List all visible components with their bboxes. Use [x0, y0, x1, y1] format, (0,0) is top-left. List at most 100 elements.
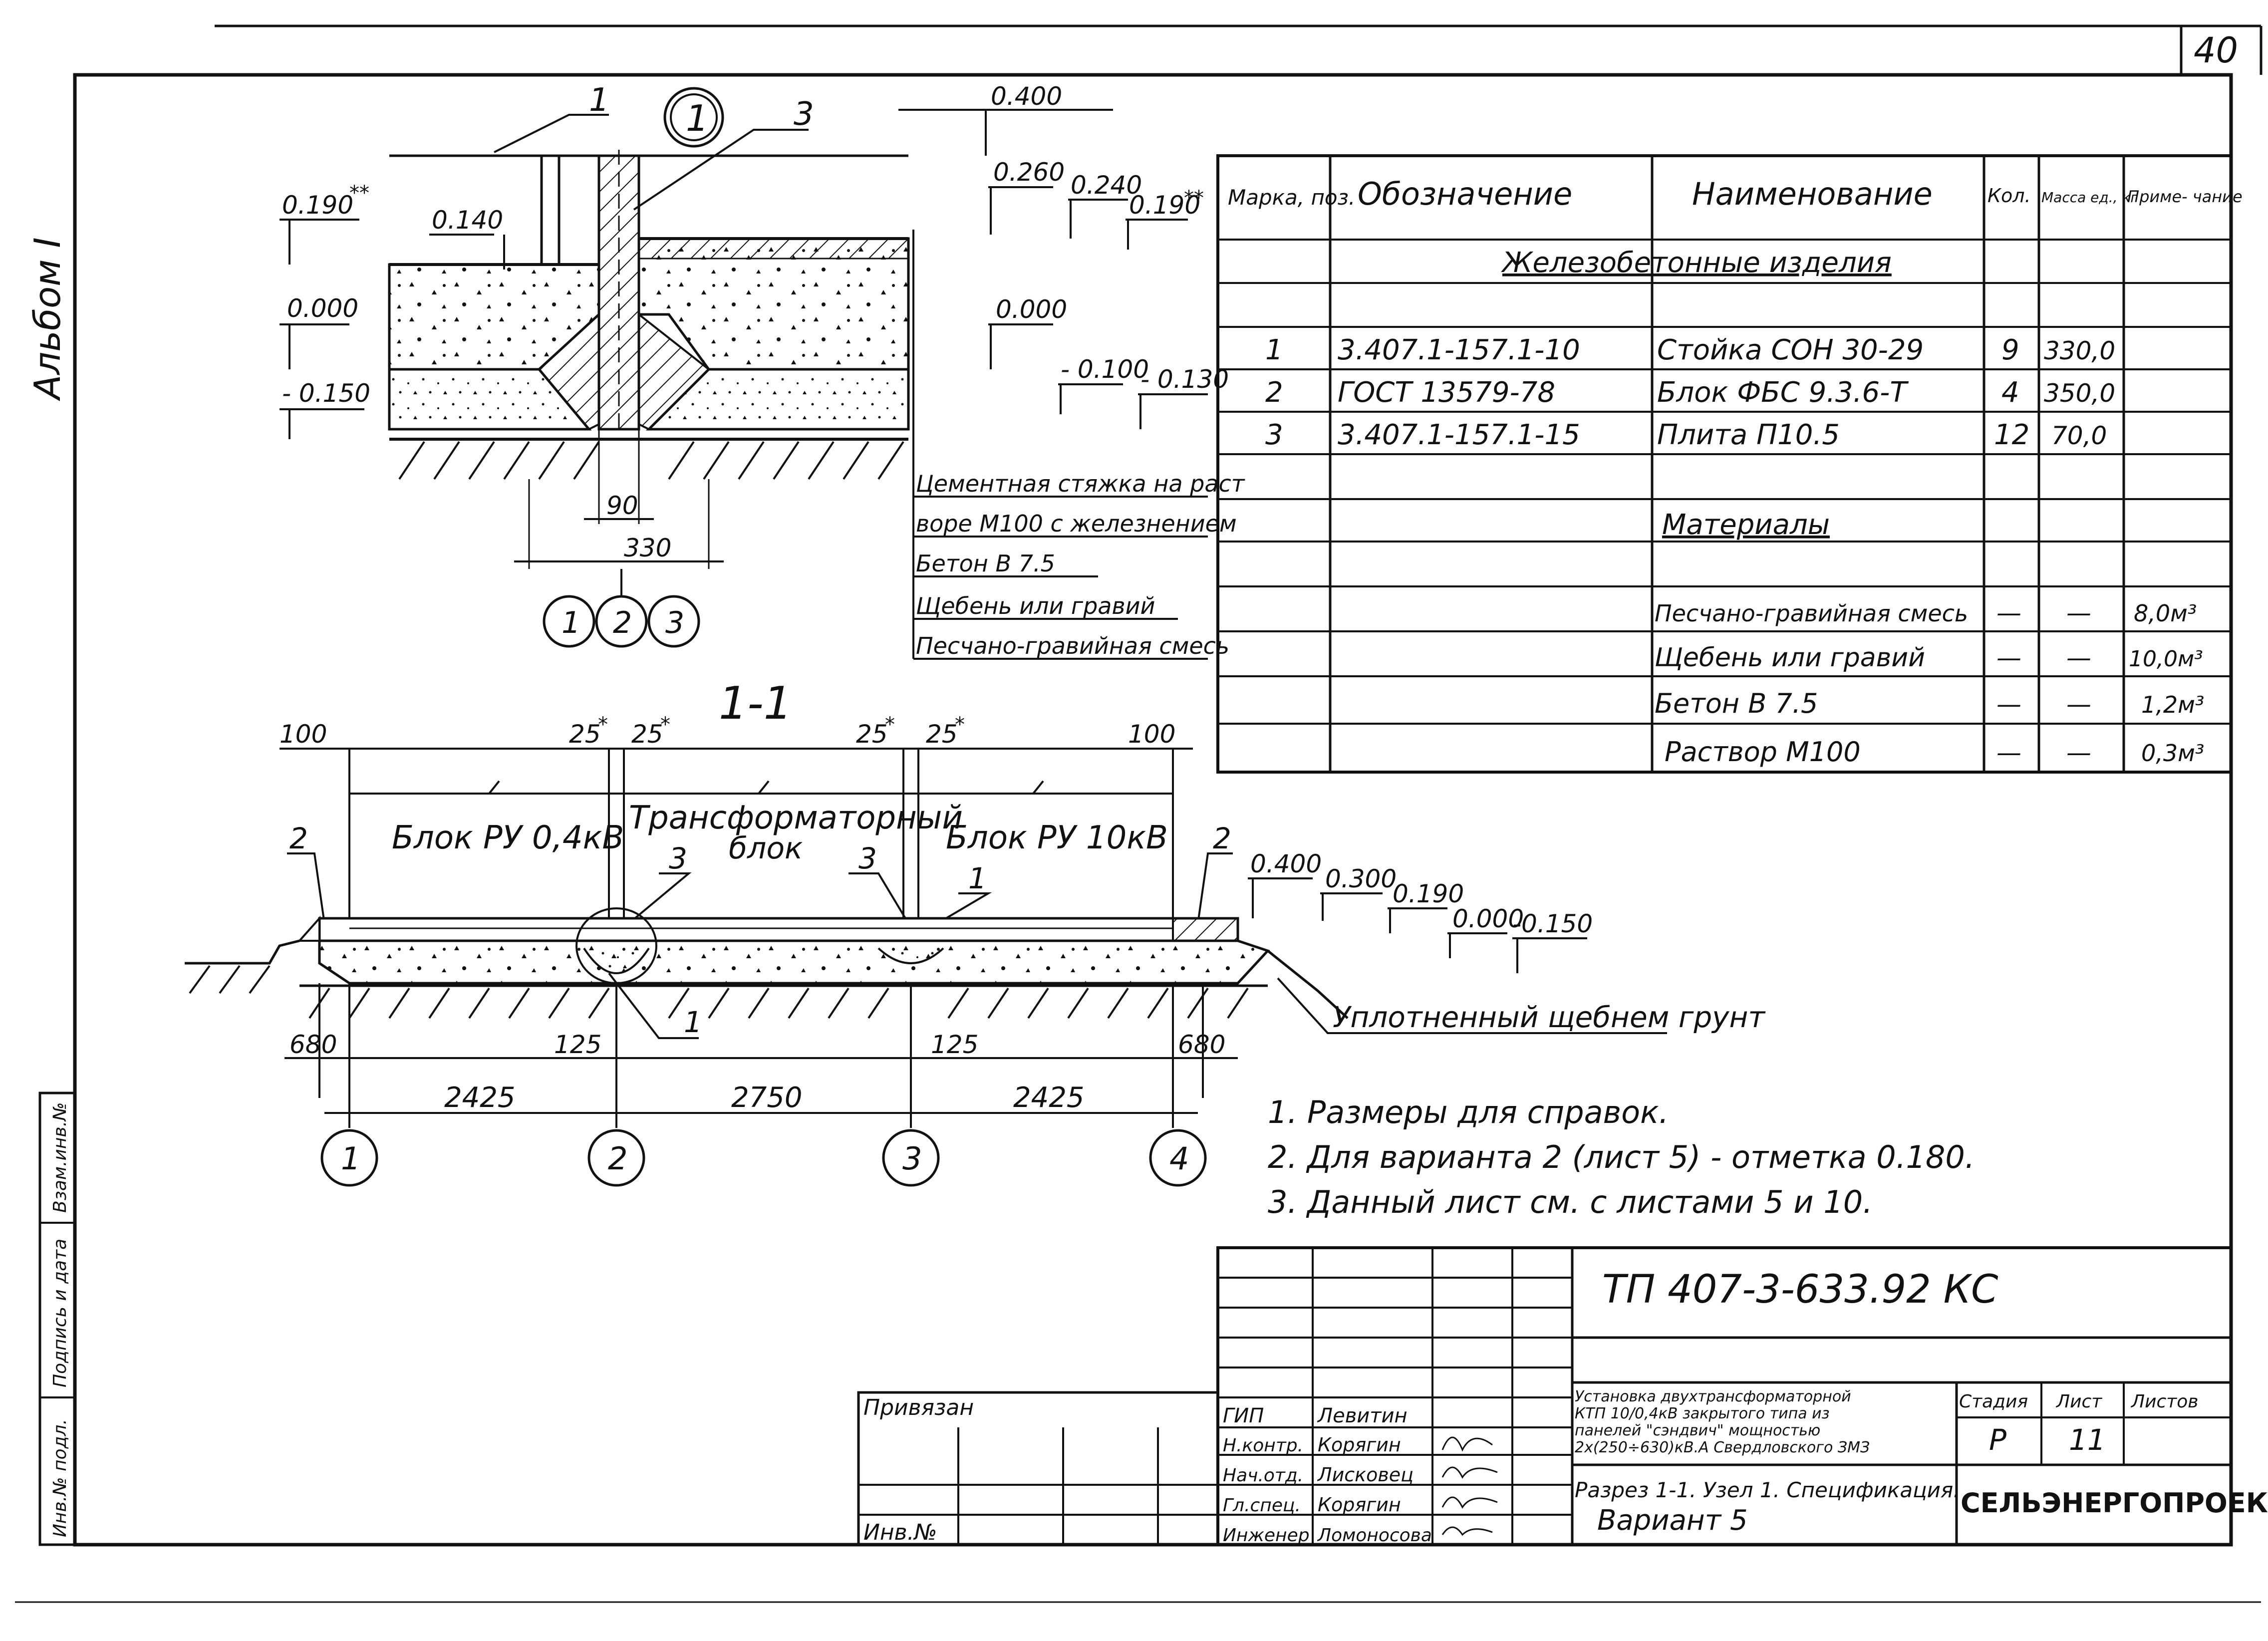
elev-0000-right: 0.000 [996, 295, 1067, 324]
spec-material-row: Щебень или гравий — — 10,0м³ [1655, 643, 2203, 673]
description-line4: 2х(250÷630)кВ.А Свердловского ЗМЗ [1575, 1439, 1870, 1456]
node-detail: 1 1 3 0.400 0.260 0.240 0.190 ** 0.190 *… [280, 82, 1245, 660]
stage-label: Стадия [1959, 1391, 2028, 1412]
marker-3-right: 3 [858, 841, 877, 875]
axis-4: 4 [1169, 1140, 1189, 1177]
name-nachotd: Лисковец [1317, 1464, 1414, 1486]
layer-3: Щебень или гравий [916, 592, 1155, 619]
sec-elev-0000: 0.000 [1452, 904, 1524, 933]
section-elevations: 0.400 0.300 0.190 0.000 -0.150 [1248, 849, 1593, 973]
section-title: 1-1 [719, 677, 792, 730]
row3-designation: 3.407.1-157.1-15 [1338, 419, 1580, 451]
axis-3: 3 [902, 1140, 922, 1177]
sec-elev-0150: -0.150 [1512, 909, 1593, 938]
row3-mass: 70,0 [2051, 421, 2107, 450]
axis-2: 2 [608, 1140, 627, 1177]
node-callout-number: 1 [686, 97, 709, 139]
block-right: Блок РУ 10кВ [946, 820, 1168, 856]
th-mark: Марка, поз. [1228, 185, 1355, 210]
elev-0190-right-star: ** [1184, 187, 1204, 210]
mat3-note: 1,2м³ [2141, 691, 2204, 718]
description-line1: Установка двухтрансформаторной [1575, 1388, 1851, 1405]
dim-25-d: 25 [926, 720, 958, 749]
row2-name: Блок ФБС 9.3.6-Т [1657, 376, 1909, 409]
page-number: 40 [2194, 30, 2238, 71]
sheet-label: Лист [2055, 1391, 2102, 1412]
notes: 1. Размеры для справок. 2. Для варианта … [1268, 1094, 1975, 1220]
description-line3: панелей "сэндвич" мощностью [1575, 1422, 1820, 1439]
row1-mass: 330,0 [2044, 336, 2115, 365]
row1-mark: 1 [1265, 334, 1283, 366]
th-note: Приме- чание [2127, 187, 2243, 206]
role-nkontr: Н.контр. [1223, 1435, 1303, 1456]
block-middle-line1: Трансформаторный [629, 800, 963, 836]
sheet-title-line1: Разрез 1-1. Узел 1. Спецификация. [1575, 1478, 1960, 1502]
doc-code: ТП 407-3-633.92 КС [1602, 1267, 1998, 1312]
row3-qty: 12 [1994, 419, 2029, 451]
role-glspec: Гл.спец. [1223, 1495, 1301, 1516]
spec-material-row: Песчано-гравийная смесь — — 8,0м³ [1655, 598, 2197, 627]
mat3-qty: — [1996, 690, 2021, 719]
role-gip: ГИП [1223, 1404, 1264, 1427]
sheet-value: 11 [2069, 1423, 2106, 1457]
spec-row: 3 3.407.1-157.1-15 Плита П10.5 12 70,0 [1265, 419, 2107, 451]
spec-material-row: Раствор М100 — — 0,3м³ [1665, 736, 2204, 768]
node-elevations: 0.400 0.260 0.240 0.190 ** 0.190 ** 0.14… [280, 82, 1229, 439]
mat3-name: Бетон В 7.5 [1655, 688, 1818, 719]
mat1-note: 8,0м³ [2134, 600, 2197, 627]
node-marker-1: 1 [589, 82, 609, 119]
elev-0260: 0.260 [993, 158, 1065, 187]
node-marker-3: 3 [794, 96, 814, 133]
spec-table: Марка, поз. Обозначение Наименование Кол… [1216, 154, 2243, 774]
elev-0000-left: 0.000 [287, 294, 358, 323]
dim-100-left: 100 [280, 720, 327, 749]
th-name: Наименование [1692, 176, 1933, 212]
row2-mass: 350,0 [2044, 379, 2115, 408]
sec-elev-0400: 0.400 [1250, 849, 1322, 878]
note-1: 1. Размеры для справок. [1268, 1094, 1669, 1130]
dim-25-b-star: * [660, 713, 670, 736]
marker-1-bottom: 1 [684, 1005, 702, 1039]
inv-no-label: Инв.№ [863, 1520, 937, 1545]
th-mass: Масса ед., кг [2041, 189, 2138, 206]
elev-0150-left: - 0.150 [282, 379, 370, 408]
dim-100-right: 100 [1128, 720, 1175, 749]
section-rc: Железобетонные изделия [1501, 247, 1892, 279]
mat3-mass: — [2066, 690, 2091, 719]
elev-0190-right: 0.190 [1129, 191, 1200, 220]
row1-name: Стойка СОН 30-29 [1657, 334, 1924, 366]
mat2-note: 10,0м³ [2129, 646, 2203, 672]
mat4-note: 0,3м³ [2141, 740, 2204, 767]
role-inzhener: Инженер [1223, 1525, 1310, 1546]
dim-90: 90 [606, 491, 638, 520]
layer-marker-2: 2 [613, 605, 632, 640]
section-bottom-dims: 680 125 125 680 2425 2750 2425 [284, 983, 1238, 1128]
stage-value: Р [1989, 1423, 2006, 1457]
dim-680-left: 680 [289, 1030, 337, 1059]
signature-mark [1441, 1466, 1498, 1479]
privyazan-label: Привязан [863, 1395, 974, 1420]
signature-mark [1441, 1436, 1493, 1452]
elev-0240: 0.240 [1071, 171, 1142, 200]
organization: СЕЛЬЭНЕРГОПРОЕКТ [1961, 1487, 2268, 1519]
row1-qty: 9 [2001, 334, 2019, 366]
axis-1: 1 [341, 1140, 360, 1177]
dim-25-b: 25 [631, 720, 663, 749]
block-middle-line2: блок [729, 831, 803, 866]
row2-designation: ГОСТ 13579-78 [1338, 376, 1555, 409]
section-materials: Материалы [1662, 509, 1830, 541]
layer-4: Песчано-гравийная смесь [916, 632, 1229, 659]
dim-25-c: 25 [856, 720, 888, 749]
node-dimensions: 90 330 [514, 429, 724, 569]
th-qty: Кол. [1987, 185, 2031, 207]
side-stamp: Инв.№ подл. Подпись и дата Взам.инв.№ [38, 1092, 76, 1546]
title-block: Привязан Инв.№ ГИП Н.контр. Нач.отд. Гл.… [857, 1246, 2268, 1546]
marker-left-2: 2 [289, 821, 308, 855]
sec-elev-0300: 0.300 [1325, 864, 1397, 893]
axis-markers: 1 2 3 4 [320, 1113, 1207, 1187]
sheets-label: Листов [2130, 1391, 2198, 1412]
spec-row: 2 ГОСТ 13579-78 Блок ФБС 9.3.6-Т 4 350,0 [1265, 376, 2115, 409]
note-3: 3. Данный лист см. с листами 5 и 10. [1268, 1184, 1873, 1220]
sec-elev-0190: 0.190 [1393, 879, 1464, 908]
